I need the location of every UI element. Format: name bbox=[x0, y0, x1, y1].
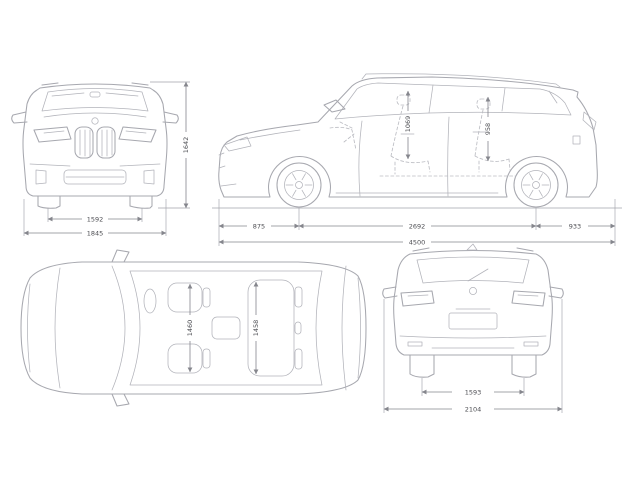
side-view: 1069 958 875 2692 933 4500 bbox=[212, 73, 622, 247]
rear-bench-seat bbox=[247, 279, 295, 377]
dim-front-height: 1642 bbox=[182, 137, 190, 154]
front-hood-crease bbox=[43, 112, 147, 118]
front-roof-rails bbox=[41, 82, 149, 86]
front-seat-headrest bbox=[396, 94, 411, 106]
rear-view: 1593 2104 bbox=[382, 243, 564, 414]
top-side-mirrors bbox=[111, 249, 130, 407]
rear-roof-rails bbox=[412, 247, 534, 252]
top-dimensions: 1460 1458 bbox=[186, 281, 260, 375]
side-rear-details bbox=[572, 111, 597, 145]
passenger-seat bbox=[167, 343, 203, 374]
rear-bumper-lines bbox=[399, 335, 547, 349]
front-bumper-lines bbox=[29, 163, 161, 185]
rear-wheel-rim bbox=[521, 170, 551, 200]
kidney-grille-left bbox=[74, 126, 94, 159]
top-steering-wheel bbox=[143, 288, 157, 314]
dim-rear-width-mirrors: 2104 bbox=[465, 406, 482, 414]
front-wheel-hub bbox=[295, 181, 303, 189]
rear-wiper bbox=[467, 268, 489, 282]
front-sun-visors bbox=[51, 92, 139, 97]
side-mirror bbox=[323, 99, 346, 113]
top-body-outline bbox=[20, 261, 367, 395]
side-pillars bbox=[428, 84, 558, 114]
license-plate bbox=[448, 312, 498, 330]
side-front-details bbox=[218, 129, 301, 187]
dim-rear-headroom: 958 bbox=[484, 123, 492, 135]
rear-wheel-hub bbox=[532, 181, 540, 189]
passenger-headrest bbox=[202, 348, 211, 369]
dim-rear-track: 1593 bbox=[465, 389, 482, 397]
taillights bbox=[400, 290, 546, 307]
side-body-outline bbox=[218, 76, 598, 198]
front-wheel-rim bbox=[284, 170, 314, 200]
dim-rear-shoulder: 1458 bbox=[252, 320, 260, 337]
grille-slats bbox=[79, 129, 113, 157]
front-body-outline bbox=[22, 83, 168, 197]
front-view: 1592 1845 1642 bbox=[11, 81, 190, 238]
side-extension-lines bbox=[218, 199, 616, 246]
rear-body-outline bbox=[393, 249, 553, 356]
dim-front-width: 1845 bbox=[87, 230, 104, 238]
driver-headrest bbox=[202, 287, 211, 308]
front-windshield bbox=[41, 88, 149, 112]
antenna-fin bbox=[466, 243, 478, 251]
top-seats bbox=[167, 279, 303, 377]
rear-wheel-tire bbox=[513, 162, 559, 208]
side-wheels bbox=[276, 162, 559, 208]
front-air-intake bbox=[63, 169, 127, 185]
driver-seat bbox=[167, 282, 203, 313]
front-wheel-tire bbox=[276, 162, 322, 208]
rear-wheel-spokes bbox=[522, 173, 550, 197]
side-door-lines bbox=[335, 116, 499, 197]
rear-headrest-right bbox=[294, 348, 303, 370]
side-roof-rail bbox=[361, 73, 561, 88]
rear-headrest-center bbox=[294, 321, 302, 335]
dim-wheelbase: 2692 bbox=[409, 223, 426, 231]
dim-front-overhang: 875 bbox=[253, 223, 265, 231]
dim-length: 4500 bbox=[409, 239, 426, 247]
side-door-handles bbox=[400, 131, 487, 135]
dim-front-shoulder: 1460 bbox=[186, 320, 194, 337]
front-seat bbox=[390, 105, 431, 175]
rear-dimensions: 1593 2104 bbox=[383, 299, 563, 414]
rear-seat-headrest bbox=[476, 98, 491, 110]
dim-front-headroom: 1069 bbox=[404, 116, 412, 133]
rear-headrest-left bbox=[294, 286, 303, 308]
front-headlights bbox=[33, 126, 157, 143]
side-interior-dimensions: 1069 958 bbox=[404, 90, 492, 162]
front-headlight-inner-lines bbox=[43, 130, 147, 134]
top-view: 1460 1458 bbox=[20, 249, 367, 407]
rear-window bbox=[416, 256, 530, 284]
steering-wheel bbox=[339, 121, 355, 143]
front-wheels bbox=[37, 195, 153, 209]
front-wheel-spokes bbox=[285, 173, 313, 197]
side-windows bbox=[334, 82, 572, 120]
front-roundel-badge bbox=[91, 117, 99, 125]
center-console bbox=[211, 316, 241, 340]
rear-wheels bbox=[409, 354, 537, 378]
side-lower-dimensions: 875 2692 933 4500 bbox=[212, 199, 622, 247]
dim-front-track: 1592 bbox=[87, 216, 104, 224]
rear-seat bbox=[474, 109, 511, 173]
front-extension-lines bbox=[23, 81, 190, 236]
top-panel-lines bbox=[27, 265, 361, 391]
rear-roundel-badge bbox=[469, 287, 477, 295]
kidney-grille-right bbox=[96, 126, 116, 159]
front-rearview-mirror bbox=[89, 91, 101, 98]
side-interior bbox=[329, 94, 517, 177]
dim-rear-overhang: 933 bbox=[569, 223, 581, 231]
taillight-inner-lines bbox=[407, 294, 539, 297]
dashboard-outline bbox=[329, 126, 357, 151]
rear-extension-lines bbox=[383, 299, 563, 413]
rear-side-mirrors bbox=[382, 286, 564, 299]
front-side-mirrors bbox=[11, 111, 179, 124]
front-dimensions: 1592 1845 1642 bbox=[23, 81, 190, 238]
